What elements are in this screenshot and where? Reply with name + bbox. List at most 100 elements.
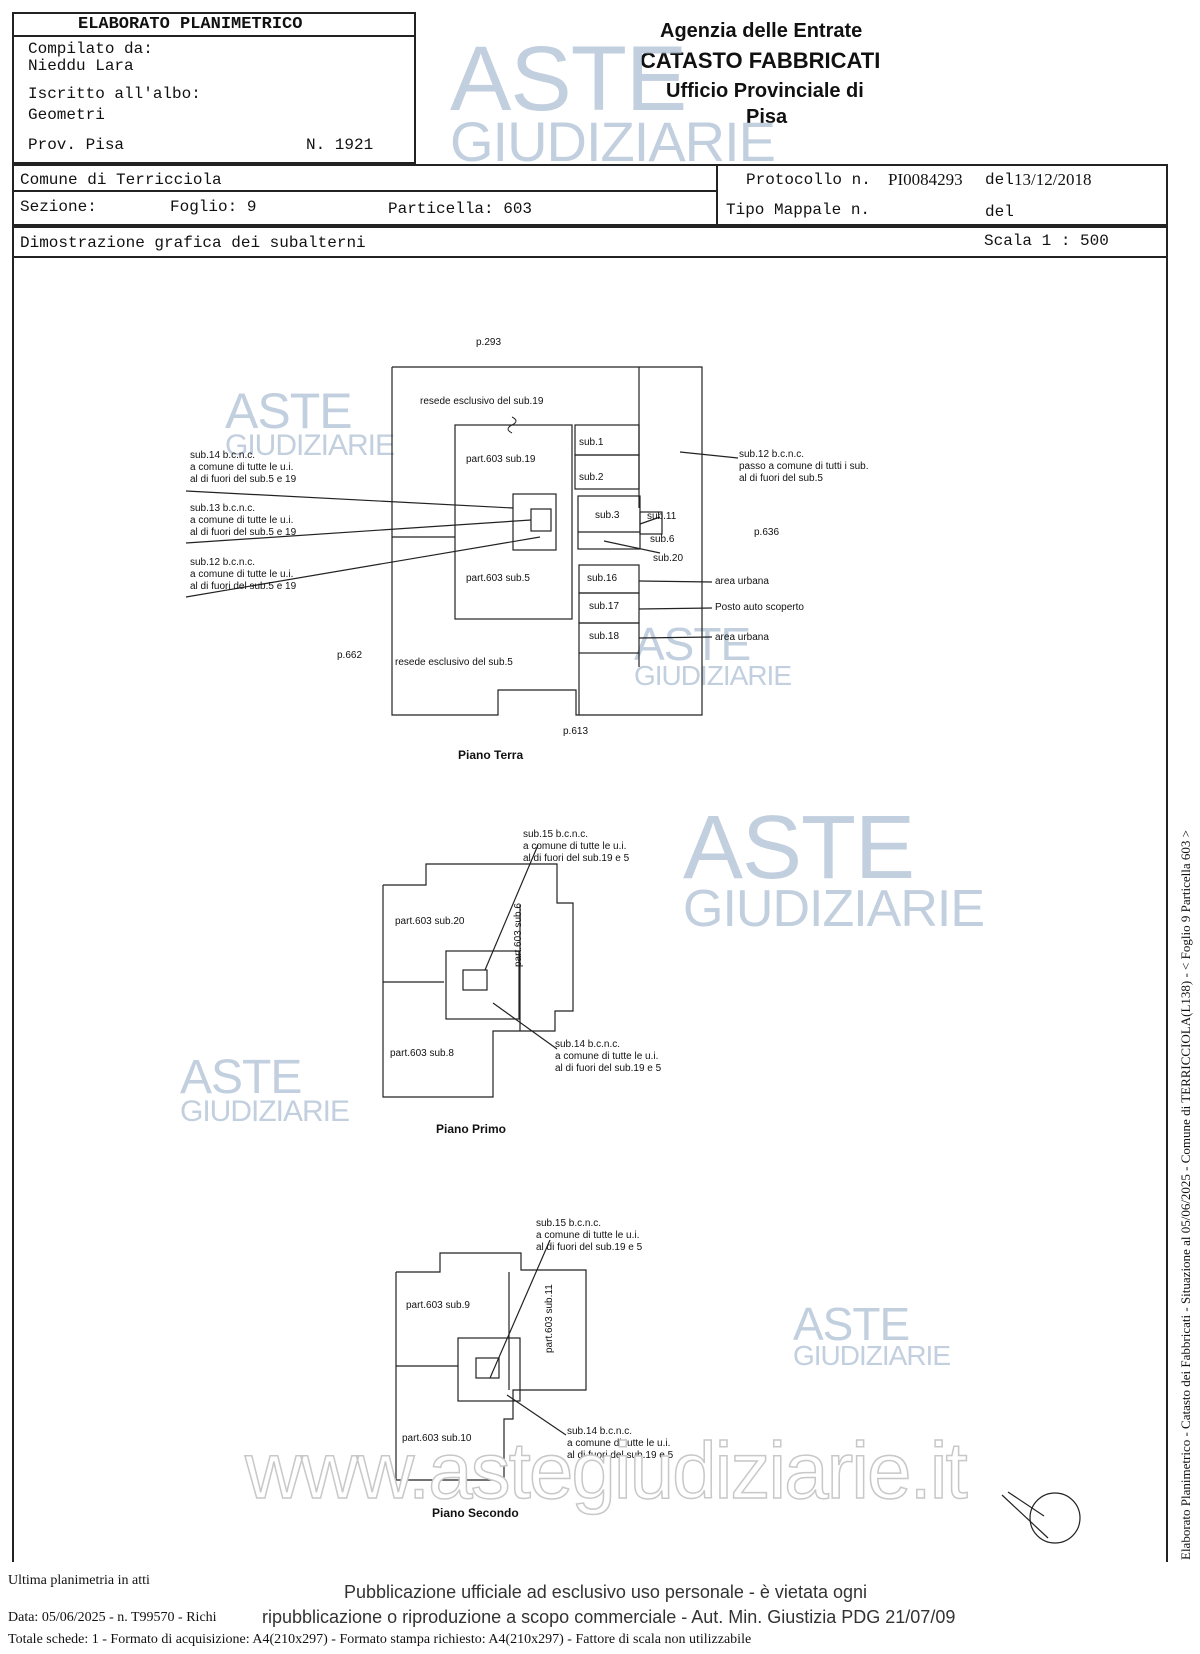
- info-hdivider: [12, 190, 716, 192]
- line: sub.13 b.c.n.c.: [190, 503, 256, 514]
- label-sub12-terra-right: sub.12 b.c.n.c. passo a comune di tutti …: [739, 449, 869, 485]
- label-sub14-terra: sub.14 b.c.n.c. a comune di tutte le u.i…: [190, 450, 296, 486]
- header-box: [12, 12, 416, 164]
- label-sub14-secondo: sub.14 b.c.n.c. a comune di tutte le u.i…: [567, 1426, 673, 1462]
- iscritto-value: Geometri: [28, 106, 105, 124]
- label-primo-sub6: part.603 sub.6: [513, 903, 524, 967]
- agency-name: Agenzia delle Entrate: [660, 20, 863, 42]
- line: sub.12 b.c.n.c.: [190, 557, 256, 568]
- protocollo-date: 13/12/2018: [1014, 170, 1092, 189]
- label-sub15-secondo: sub.15 b.c.n.c. a comune di tutte le u.i…: [536, 1218, 642, 1254]
- line: sub.15 b.c.n.c.: [536, 1218, 602, 1229]
- label-area1: area urbana: [715, 576, 769, 587]
- document-title: ELABORATO PLANIMETRICO: [78, 15, 303, 34]
- line: a comune di tutte le u.i.: [190, 515, 294, 526]
- label-sub18: sub.18: [589, 631, 620, 642]
- line: a comune di tutte le u.i.: [523, 841, 627, 852]
- label-sub12-terra-left: sub.12 b.c.n.c. a comune di tutte le u.i…: [190, 557, 296, 593]
- label-p613: p.613: [563, 726, 589, 737]
- info-vdivider: [716, 164, 718, 226]
- line: al di fuori del sub.5 e 19: [190, 527, 297, 538]
- line: al di fuori del sub.19 e 5: [555, 1063, 662, 1074]
- label-area2: area urbana: [715, 632, 769, 643]
- label-p636: p.636: [754, 527, 780, 538]
- label-sub1: sub.1: [579, 437, 604, 448]
- north-arrow-icon: [1029, 1492, 1081, 1544]
- label-sub11: sub.11: [647, 511, 677, 522]
- label-resede5: resede esclusivo del sub.5: [395, 657, 513, 668]
- side-caption: Elaborato Planimetrico - Catasto dei Fab…: [1178, 829, 1193, 1560]
- protocollo-number: PI0084293: [888, 170, 963, 189]
- label-resede19: resede esclusivo del sub.19: [420, 396, 544, 407]
- line: a comune di tutte le u.i.: [190, 462, 294, 473]
- drawing-frame: [12, 256, 1168, 1562]
- label-p662: p.662: [337, 650, 363, 661]
- label-sub2: sub.2: [579, 472, 604, 483]
- label-sub20: sub.20: [653, 553, 684, 564]
- line: a comune di tutte le u.i.: [555, 1051, 659, 1062]
- compilato-label: Compilato da:: [28, 40, 153, 58]
- scala: Scala 1 : 500: [984, 232, 1109, 250]
- protocollo-label: Protocollo n.: [746, 171, 871, 189]
- line: sub.14 b.c.n.c.: [190, 450, 256, 461]
- iscritto-label: Iscritto all'albo:: [28, 85, 201, 103]
- label-part5: part.603 sub.5: [466, 573, 530, 584]
- dimostrazione: Dimostrazione grafica dei subalterni: [20, 234, 366, 252]
- compilato-name: Nieddu Lara: [28, 57, 134, 75]
- label-sub17: sub.17: [589, 601, 620, 612]
- primo-outline: [382, 863, 574, 1098]
- line: al di fuori del sub.5 e 19: [190, 581, 297, 592]
- line: al di fuori del sub.5 e 19: [190, 474, 297, 485]
- line: al di fuori del sub.19 e 5: [567, 1450, 674, 1461]
- info-box: [12, 164, 1168, 226]
- label-sub14-primo: sub.14 b.c.n.c. a comune di tutte le u.i…: [555, 1039, 661, 1075]
- foglio: Foglio: 9: [170, 198, 257, 216]
- tipo-del: del: [985, 203, 1014, 221]
- header-divider: [12, 35, 416, 37]
- terra-outline: [391, 366, 703, 716]
- line: a comune di tutte le u.i.: [536, 1230, 640, 1241]
- line: al di fuori del sub.19 e 5: [523, 853, 630, 864]
- particella: Particella: 603: [388, 200, 533, 218]
- label-primo-sub8: part.603 sub.8: [390, 1048, 454, 1059]
- provincia: Prov. Pisa: [28, 136, 125, 154]
- label-sub15-primo: sub.15 b.c.n.c. a comune di tutte le u.i…: [523, 829, 629, 865]
- albo-number: N. 1921: [306, 136, 374, 154]
- label-part19: part.603 sub.19: [466, 454, 536, 465]
- catasto-title: CATASTO FABBRICATI: [640, 48, 881, 73]
- line: sub.15 b.c.n.c.: [523, 829, 589, 840]
- sezione: Sezione:: [20, 198, 97, 216]
- label-secondo-sub9: part.603 sub.9: [406, 1300, 470, 1311]
- title-piano-terra: Piano Terra: [458, 748, 524, 762]
- title-piano-secondo: Piano Secondo: [432, 1506, 519, 1520]
- terra-sub19-block: [454, 424, 573, 620]
- label-posto: Posto auto scoperto: [715, 602, 804, 613]
- footer-pub-line1: Pubblicazione ufficiale ad esclusivo uso…: [344, 1582, 867, 1602]
- label-sub16: sub.16: [587, 573, 618, 584]
- line: a comune di tutte le u.i.: [567, 1438, 671, 1449]
- footer-data-line: Data: 05/06/2025 - n. T99570 - Richi: [8, 1610, 217, 1625]
- label-secondo-sub11: part.603 sub.11: [544, 1284, 555, 1353]
- footer-totale: Totale schede: 1 - Formato di acquisizio…: [8, 1632, 752, 1647]
- line: a comune di tutte le u.i.: [190, 569, 294, 580]
- label-sub3: sub.3: [595, 510, 620, 521]
- line: sub.14 b.c.n.c.: [555, 1039, 621, 1050]
- label-secondo-sub10: part.603 sub.10: [402, 1433, 472, 1444]
- line: al di fuori del sub.19 e 5: [536, 1242, 643, 1253]
- tipo-mappale: Tipo Mappale n.: [726, 201, 871, 219]
- protocollo-del: del: [985, 171, 1014, 189]
- footer-ultima: Ultima planimetria in atti: [8, 1573, 150, 1588]
- label-primo-sub20: part.603 sub.20: [395, 916, 465, 927]
- line: passo a comune di tutti i sub.: [739, 461, 869, 472]
- title-piano-primo: Piano Primo: [436, 1122, 507, 1136]
- line: sub.14 b.c.n.c.: [567, 1426, 633, 1437]
- label-sub13-terra: sub.13 b.c.n.c. a comune di tutte le u.i…: [190, 503, 296, 539]
- secondo-outline: [395, 1252, 587, 1481]
- label-p293: p.293: [476, 337, 502, 348]
- ufficio-city: Pisa: [746, 106, 788, 128]
- line: sub.12 b.c.n.c.: [739, 449, 805, 460]
- watermark-url: www.astegiudiziarie.it: [244, 1425, 968, 1516]
- footer-pub-line2: ripubblicazione o riproduzione a scopo c…: [262, 1607, 956, 1627]
